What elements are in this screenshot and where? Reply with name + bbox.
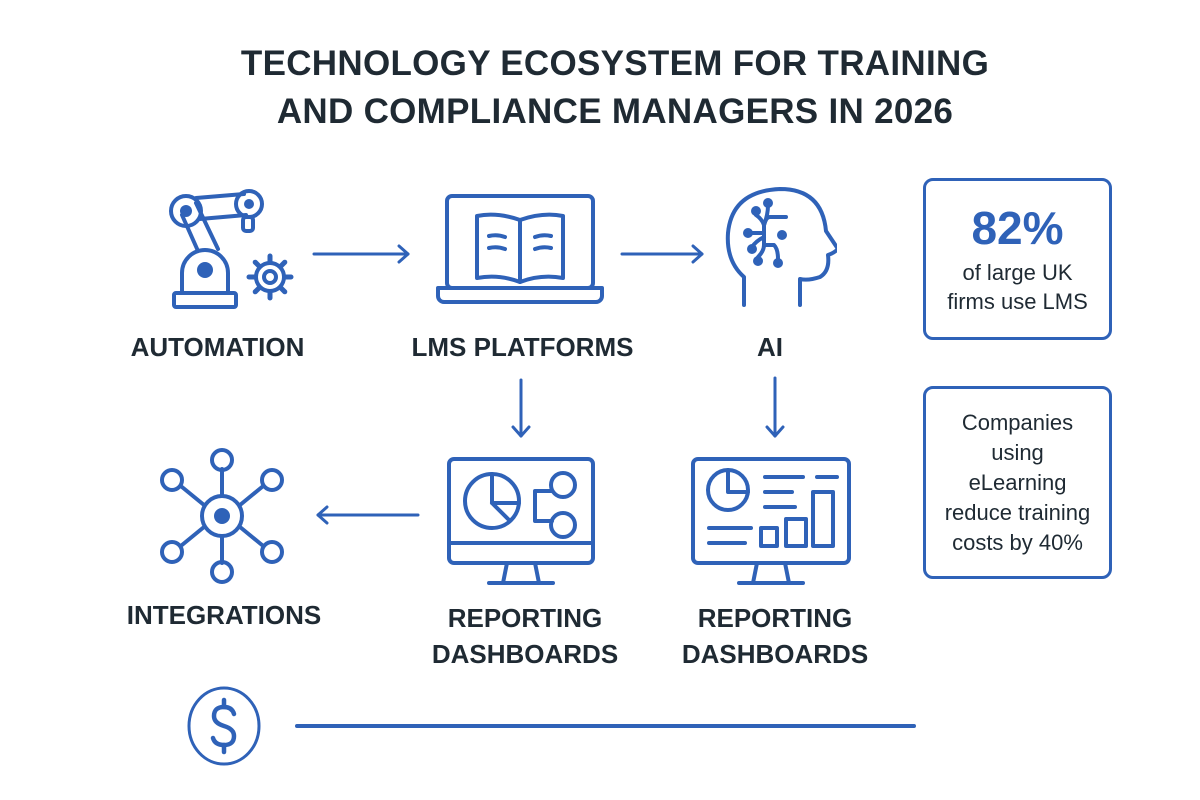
node-label-ai: AI xyxy=(757,332,783,362)
stat-text-line: of large UK xyxy=(962,260,1073,285)
stat-card-cost-reduction: Companies using eLearning reduce trainin… xyxy=(923,386,1112,579)
arrow-right-icon xyxy=(620,244,706,269)
arrow-right-icon xyxy=(312,244,412,269)
arrow-down-icon xyxy=(511,378,531,445)
stat-text-line: costs by 40% xyxy=(952,529,1083,555)
stat-text-line: reduce training xyxy=(944,499,1091,525)
label-line: DASHBOARDS xyxy=(431,639,619,669)
title-line-2: AND COMPLIANCE MANAGERS IN 2026 xyxy=(276,92,954,131)
arrow-left-icon xyxy=(314,505,420,530)
node-label-reporting-dashboards-1: REPORTING DASHBOARDS xyxy=(425,600,625,672)
page-title: TECHNOLOGY ECOSYSTEM FOR TRAINING AND CO… xyxy=(0,40,1200,136)
label-line: REPORTING xyxy=(447,603,603,633)
label-line: REPORTING xyxy=(697,603,853,633)
monitor-dashboard-bars-icon xyxy=(689,455,853,587)
head-circuit-icon xyxy=(722,185,837,310)
dollar-coin-icon xyxy=(184,686,264,766)
title-line-1: TECHNOLOGY ECOSYSTEM FOR TRAINING xyxy=(240,44,990,83)
node-label-reporting-dashboards-2: REPORTING DASHBOARDS xyxy=(675,600,875,672)
stat-text-line: eLearning xyxy=(968,469,1067,495)
network-hub-icon xyxy=(158,447,286,585)
node-label-automation: AUTOMATION xyxy=(130,332,305,362)
stat-text-line: using xyxy=(991,439,1044,465)
label-line: DASHBOARDS xyxy=(681,639,869,669)
monitor-pie-flow-icon xyxy=(445,455,597,587)
stat-text-line: firms use LMS xyxy=(947,289,1088,314)
arrow-down-icon xyxy=(765,376,785,445)
laptop-open-book-icon xyxy=(435,192,605,307)
stat-value: 82% xyxy=(971,202,1064,254)
stat-card-lms-adoption: 82% of large UK firms use LMS xyxy=(923,178,1112,340)
stat-text-line: Companies xyxy=(961,409,1074,435)
node-label-integrations: INTEGRATIONS xyxy=(126,600,322,630)
footer-divider-line xyxy=(295,724,916,728)
robot-arm-gear-icon xyxy=(160,185,295,310)
node-label-lms-platforms: LMS PLATFORMS xyxy=(411,332,634,362)
